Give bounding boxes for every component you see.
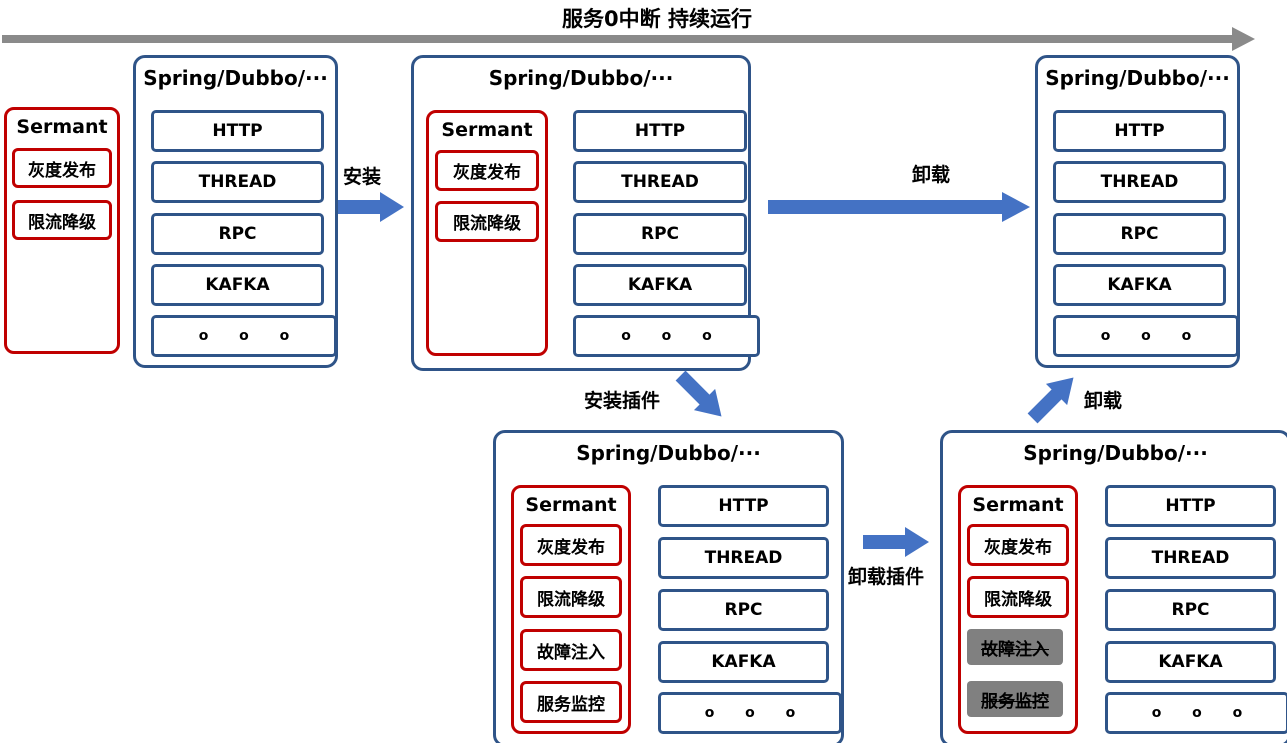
service-kafka: KAFKA: [151, 264, 324, 306]
plugin-gray-release: 灰度发布: [967, 524, 1069, 566]
service-ellipsis: o o o: [1053, 315, 1239, 357]
service-thread: THREAD: [1105, 537, 1276, 579]
uninstall-plugin-arrow: [863, 527, 929, 557]
plugin-gray-release: 灰度发布: [520, 524, 622, 566]
service-thread: THREAD: [658, 537, 829, 579]
sermant-box: Sermant 灰度发布 限流降级 故障注入 服务监控: [958, 485, 1078, 734]
service-ellipsis: o o o: [151, 315, 337, 357]
service-rpc: RPC: [151, 213, 324, 255]
install-label: 安装: [343, 166, 382, 188]
service-http: HTTP: [573, 110, 747, 152]
sermant-title: Sermant: [525, 494, 617, 516]
app-box-5: Spring/Dubbo/··· Sermant 灰度发布 限流降级 故障注入 …: [940, 430, 1287, 743]
app-title: Spring/Dubbo/···: [1023, 441, 1208, 465]
app-box-2: Spring/Dubbo/··· Sermant 灰度发布 限流降级 HTTP …: [411, 55, 760, 371]
app-box-3: Spring/Dubbo/··· HTTP THREAD RPC KAFKA o…: [1035, 55, 1240, 368]
service-http: HTTP: [151, 110, 324, 152]
timeline-arrow-shaft: [2, 35, 1232, 43]
plugin-rate-limit: 限流降级: [435, 201, 539, 242]
app-title: Spring/Dubbo/···: [576, 441, 761, 465]
sermant-title: Sermant: [16, 116, 108, 138]
plugin-service-monitor: 服务监控: [520, 681, 622, 723]
app-box-1: Spring/Dubbo/··· HTTP THREAD RPC KAFKA o…: [133, 55, 338, 368]
service-rpc: RPC: [1105, 589, 1276, 631]
uninstall-bottom-label: 卸载: [1084, 390, 1123, 412]
install-arrow: [338, 192, 404, 222]
service-ellipsis: o o o: [573, 315, 760, 357]
plugin-rate-limit: 限流降级: [12, 200, 112, 240]
sermant-standalone-box: Sermant 灰度发布 限流降级: [4, 107, 120, 354]
service-ellipsis: o o o: [658, 692, 842, 734]
plugin-gray-release: 灰度发布: [12, 148, 112, 188]
service-kafka: KAFKA: [1105, 641, 1276, 683]
plugin-fault-inject: 故障注入: [520, 629, 622, 671]
install-plugin-label: 安装插件: [584, 390, 661, 412]
sermant-box: Sermant 灰度发布 限流降级: [426, 110, 548, 356]
service-rpc: RPC: [573, 213, 747, 255]
service-kafka: KAFKA: [573, 264, 747, 306]
service-thread: THREAD: [151, 161, 324, 203]
service-http: HTTP: [658, 485, 829, 527]
service-kafka: KAFKA: [1053, 264, 1226, 306]
sermant-title: Sermant: [441, 119, 533, 141]
uninstall-plugin-label: 卸载插件: [848, 566, 925, 588]
sermant-title: Sermant: [972, 494, 1064, 516]
app-title: Spring/Dubbo/···: [1045, 66, 1230, 90]
plugin-fault-inject-disabled: 故障注入: [967, 629, 1063, 665]
timeline-arrow-head: [1232, 27, 1255, 51]
plugin-rate-limit: 限流降级: [967, 576, 1069, 618]
service-thread: THREAD: [573, 161, 747, 203]
plugin-rate-limit: 限流降级: [520, 576, 622, 618]
service-http: HTTP: [1105, 485, 1276, 527]
sermant-box: Sermant 灰度发布 限流降级 故障注入 服务监控: [511, 485, 631, 734]
plugin-gray-release: 灰度发布: [435, 150, 539, 191]
app-title: Spring/Dubbo/···: [488, 66, 674, 90]
service-rpc: RPC: [1053, 213, 1226, 255]
plugin-service-monitor-disabled: 服务监控: [967, 681, 1063, 717]
service-ellipsis: o o o: [1105, 692, 1287, 734]
service-kafka: KAFKA: [658, 641, 829, 683]
uninstall-label: 卸载: [912, 164, 951, 186]
service-thread: THREAD: [1053, 161, 1226, 203]
service-rpc: RPC: [658, 589, 829, 631]
uninstall-bottom-arrow: [1022, 367, 1084, 429]
service-http: HTTP: [1053, 110, 1226, 152]
app-box-4: Spring/Dubbo/··· Sermant 灰度发布 限流降级 故障注入 …: [493, 430, 844, 743]
uninstall-arrow: [768, 192, 1030, 222]
diagram-title: 服务0中断 持续运行: [562, 7, 752, 31]
install-plugin-arrow: [670, 365, 732, 427]
app-title: Spring/Dubbo/···: [143, 66, 328, 90]
